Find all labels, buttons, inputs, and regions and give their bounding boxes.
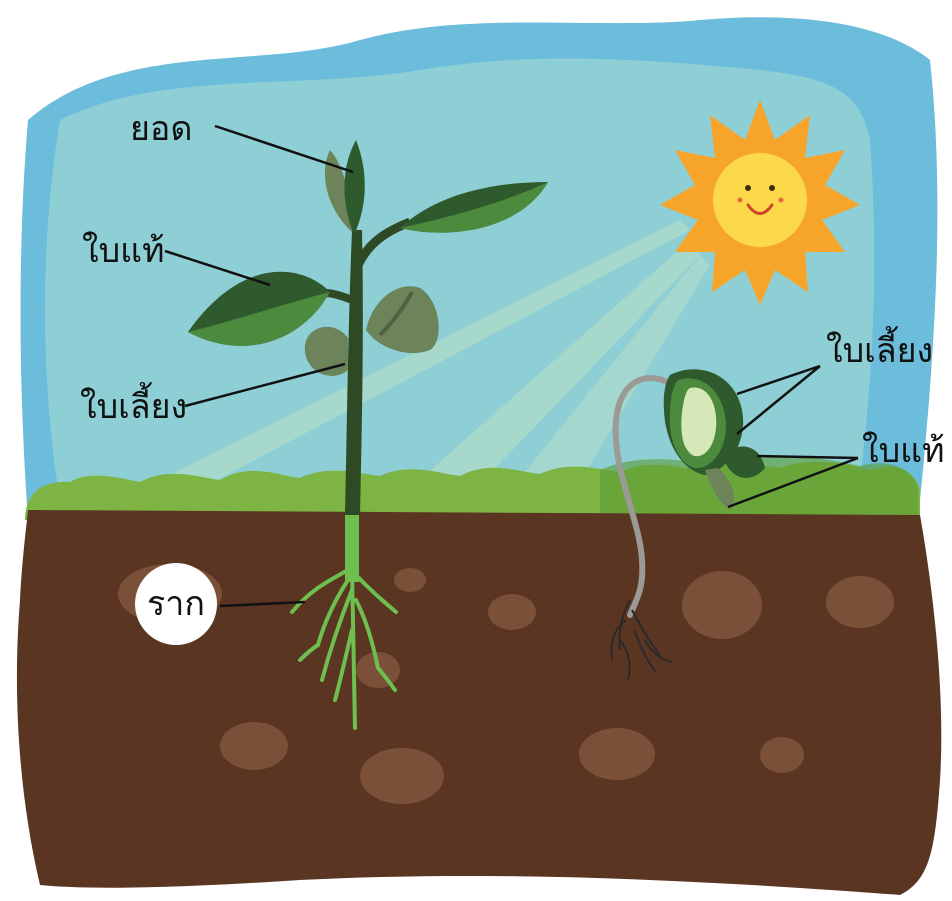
label-true-leaf-right: ใบแท้ bbox=[862, 431, 945, 471]
soil-stone bbox=[579, 728, 655, 780]
soil-stone bbox=[220, 722, 288, 770]
label-shoot: ยอด bbox=[130, 109, 192, 149]
soil-stone bbox=[682, 571, 762, 639]
sun-eye bbox=[745, 185, 751, 191]
sun-eye bbox=[769, 185, 775, 191]
soil-stone bbox=[760, 737, 804, 773]
sun-face bbox=[713, 153, 807, 247]
label-cotyledon-left: ใบเลี้ยง bbox=[80, 382, 187, 427]
plant-stem-lower bbox=[345, 512, 359, 582]
soil-stone bbox=[488, 594, 536, 630]
soil-stone bbox=[394, 568, 426, 592]
sun-cheek bbox=[779, 198, 784, 203]
soil-stone bbox=[826, 576, 894, 628]
label-cotyledon-right: ใบเลี้ยง bbox=[826, 326, 933, 371]
sun-cheek bbox=[738, 198, 743, 203]
label-root: ราก bbox=[147, 584, 205, 624]
soil-stone bbox=[360, 748, 444, 804]
label-true-leaf-left: ใบแท้ bbox=[82, 231, 165, 271]
